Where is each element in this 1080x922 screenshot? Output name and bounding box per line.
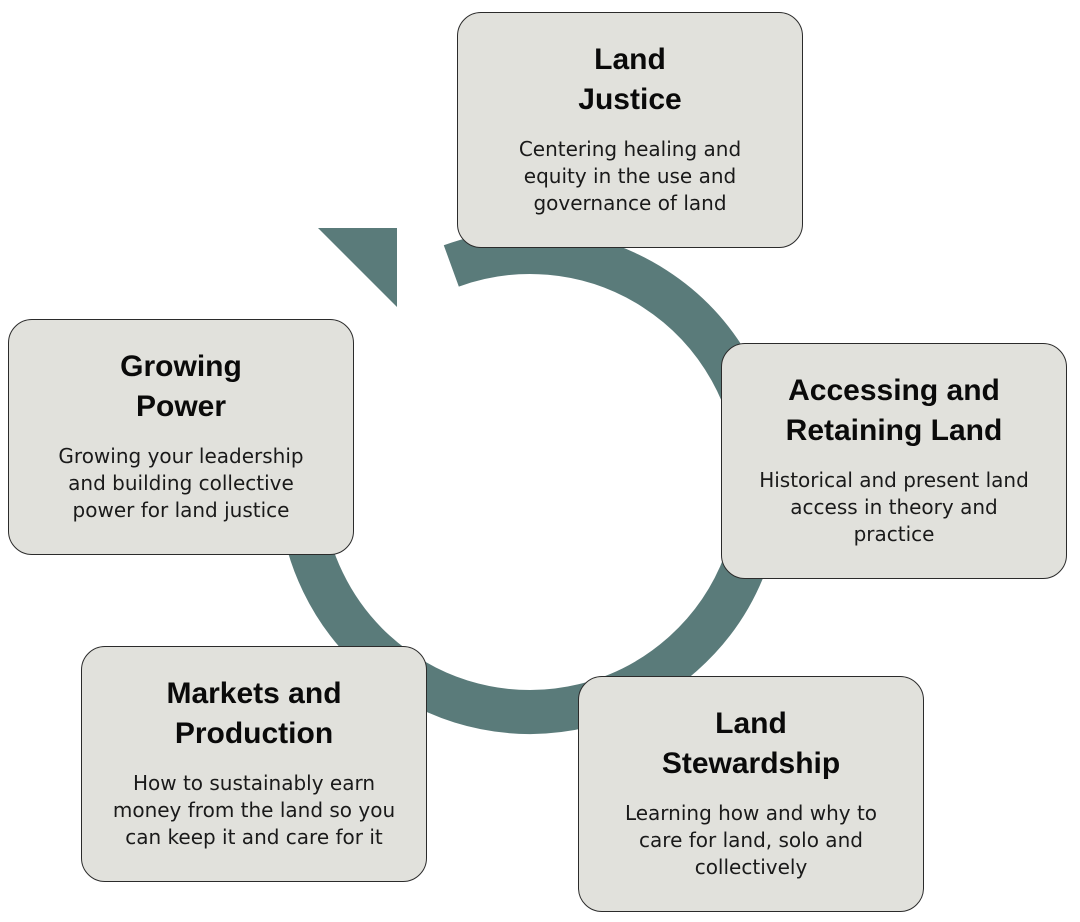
card-description-line: money from the land so you — [112, 797, 396, 822]
card-title: Markets and Production — [166, 674, 341, 754]
card-title: Land Stewardship — [662, 704, 840, 784]
card-description-line: can keep it and care for it — [125, 824, 383, 849]
card-description-line: power for land justice — [72, 497, 290, 522]
card-title-line: Markets and — [166, 676, 342, 710]
card-description-line: Growing your leadership — [58, 443, 304, 468]
card-description-line: and building collective — [68, 470, 294, 495]
card-description: Centering healing and equity in the use … — [519, 136, 741, 217]
card-markets-and-production: Markets and Production How to sustainabl… — [81, 646, 427, 882]
card-accessing-and-retaining-land: Accessing and Retaining Land Historical … — [721, 343, 1067, 579]
card-description-line: Centering healing and — [518, 136, 742, 161]
card-title-line: Stewardship — [661, 746, 841, 780]
card-description-line: equity in the use and — [523, 163, 737, 188]
card-description-line: Historical and present land — [759, 467, 1029, 492]
card-title: Growing Power — [120, 347, 242, 427]
card-land-stewardship: Land Stewardship Learning how and why to… — [578, 676, 924, 912]
card-description-line: Learning how and why to — [624, 800, 878, 825]
card-description-line: How to sustainably earn — [132, 770, 376, 795]
card-description: How to sustainably earn money from the l… — [113, 770, 395, 851]
card-title-line: Land — [715, 706, 787, 740]
card-title-line: Accessing and — [788, 373, 1000, 407]
card-title-line: Power — [135, 389, 227, 423]
card-title: Land Justice — [578, 40, 681, 120]
card-growing-power: Growing Power Growing your leadership an… — [8, 319, 354, 555]
card-description-line: governance of land — [533, 190, 727, 215]
card-title-line: Land — [594, 42, 666, 76]
card-description-line: care for land, solo and — [639, 827, 863, 852]
card-description: Learning how and why to care for land, s… — [625, 800, 877, 881]
cycle-arrowhead-icon — [318, 228, 397, 307]
card-title: Accessing and Retaining Land — [786, 371, 1003, 451]
card-title-line: Justice — [578, 82, 682, 116]
card-description-line: practice — [853, 521, 935, 546]
cycle-ring-arc — [278, 230, 783, 734]
card-title-line: Growing — [120, 349, 242, 383]
card-land-justice: Land Justice Centering healing and equit… — [457, 12, 803, 248]
card-title-line: Production — [174, 716, 334, 750]
card-description: Growing your leadership and building col… — [58, 443, 303, 524]
card-description-line: access in theory and — [790, 494, 998, 519]
card-description-line: collectively — [694, 854, 808, 879]
card-title-line: Retaining Land — [785, 413, 1003, 447]
card-description: Historical and present land access in th… — [759, 467, 1029, 548]
